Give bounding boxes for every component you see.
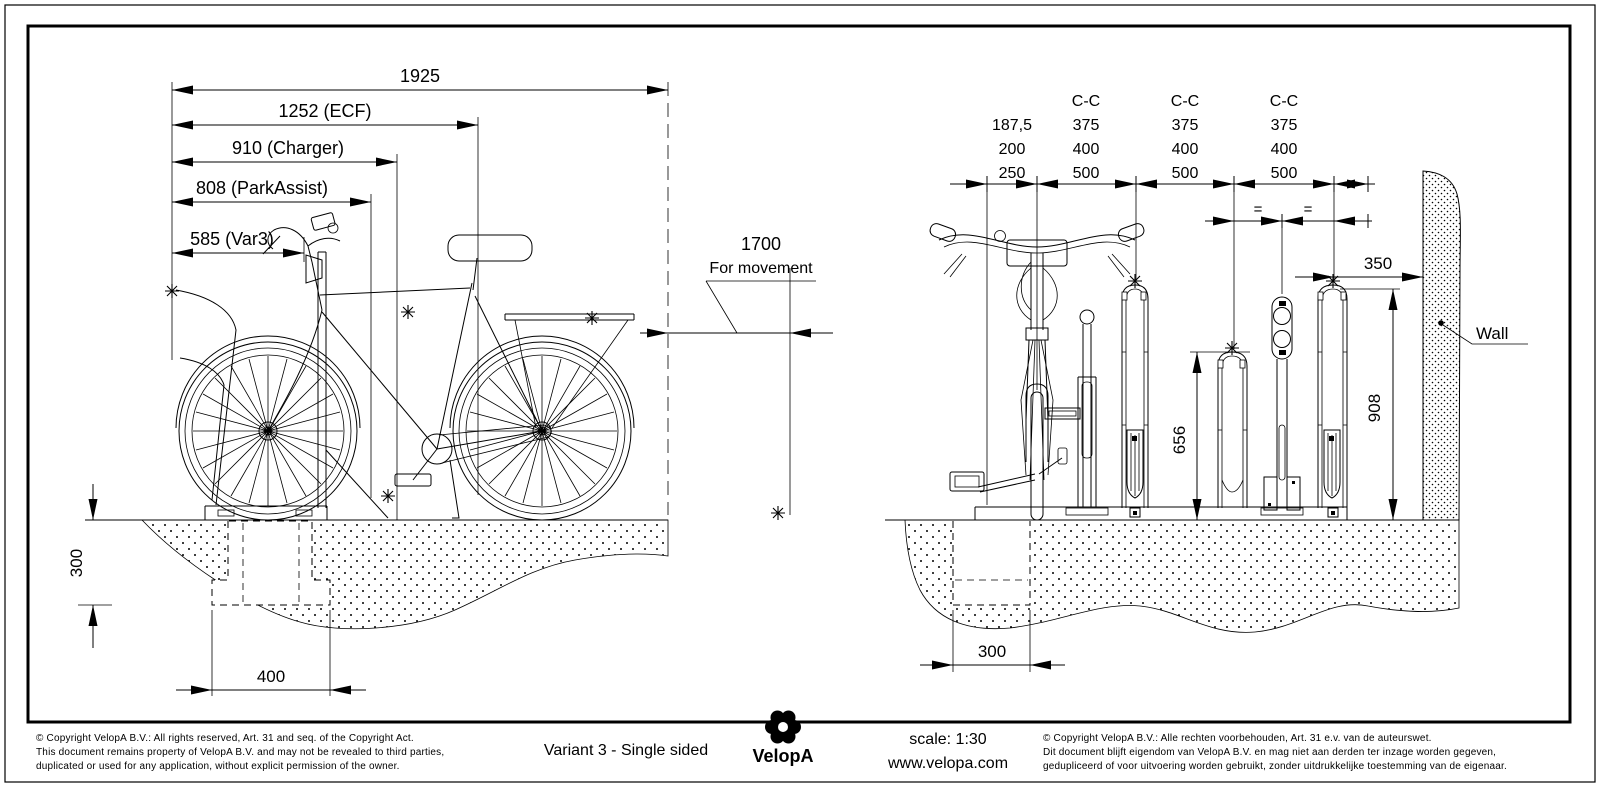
movement-dimension: 1700 For movement: [640, 234, 833, 521]
side-view: 1925 1252 (ECF) 910 (Charger) 808 (ParkA…: [67, 66, 833, 696]
dim-charger: 910 (Charger): [232, 138, 344, 158]
svg-text:gedupliceerd of voor uitvoerin: gedupliceerd of voor uitvoering worden g…: [1043, 761, 1507, 772]
logo-mark: [765, 710, 801, 744]
foundation-dimensions-side: 300 400: [67, 484, 366, 696]
svg-text:© Copyright VelopA B.V.: All: © Copyright VelopA B.V.: All rights rese…: [36, 733, 414, 744]
front-view: Wall: [885, 93, 1528, 672]
bike-frame: [267, 257, 552, 519]
cc-column-3: C-C 375 400 500: [1270, 93, 1298, 182]
height-656-dimension: 656: [1170, 351, 1250, 520]
svg-text:Dit document blijft eigendom v: Dit document blijft eigendom van VelopA …: [1043, 747, 1496, 758]
height-908-dimension: 908: [1340, 288, 1400, 520]
wall-offset-dimension: 350: [1295, 254, 1423, 282]
velopa-logo: VelopA: [752, 710, 814, 766]
dim-height-mid: 656: [1170, 426, 1189, 454]
dim-depth: 300: [67, 549, 86, 577]
rack-side-view: [164, 251, 600, 521]
svg-text:187,5: 187,5: [992, 117, 1032, 134]
svg-text:This document remains property: This document remains property of VelopA…: [36, 747, 444, 758]
dim-parkassist: 808 (ParkAssist): [196, 178, 328, 198]
bicycle-side-view: [175, 212, 635, 521]
wall: Wall: [1422, 170, 1528, 521]
svg-text:© Copyright VelopA B.V.: Alle: © Copyright VelopA B.V.: Alle rechten vo…: [1043, 733, 1432, 744]
base-rail: [974, 506, 1348, 521]
dim-total: 1925: [400, 66, 440, 86]
svg-text:C-C: C-C: [1072, 93, 1100, 110]
bicycle-front-view: [929, 223, 1145, 521]
svg-text:400: 400: [1271, 141, 1298, 158]
bell: [327, 222, 339, 234]
dim-ecf: 1252 (ECF): [278, 101, 371, 121]
title-block: © Copyright VelopA B.V.: All rights rese…: [36, 710, 1507, 772]
front-ground: [885, 519, 1460, 633]
svg-text:C-C: C-C: [1270, 93, 1298, 110]
post-short: [1217, 340, 1248, 508]
svg-text:375: 375: [1073, 117, 1100, 134]
copyright-dutch: © Copyright VelopA B.V.: Alle rechten vo…: [1043, 733, 1507, 772]
side-ground: [85, 519, 669, 630]
side-dimensions: 1925 1252 (ECF) 910 (Charger) 808 (ParkA…: [171, 66, 669, 520]
dim-foundation-front: 300: [978, 642, 1006, 661]
svg-text:250: 250: [999, 165, 1026, 182]
variant-title: Variant 3 - Single sided: [544, 742, 708, 759]
dim-height-high: 908: [1365, 394, 1384, 422]
equals-mark: =: [1304, 201, 1313, 218]
svg-text:400: 400: [1073, 141, 1100, 158]
contact-marker: [584, 310, 600, 326]
movement-value: 1700: [741, 234, 781, 254]
post-tall-b: [1317, 273, 1348, 518]
movement-label: For movement: [709, 260, 813, 277]
post-tall-a: [1121, 273, 1149, 518]
saddle: [447, 234, 533, 262]
svg-text:C-C: C-C: [1171, 93, 1199, 110]
svg-text:375: 375: [1172, 117, 1199, 134]
svg-text:375: 375: [1271, 117, 1298, 134]
dim-foundation-side: 400: [257, 667, 285, 686]
scale-label: scale: 1:30: [909, 731, 986, 748]
contact-marker: [400, 304, 416, 320]
svg-text:500: 500: [1172, 165, 1199, 182]
svg-text:200: 200: [999, 141, 1026, 158]
lock-post: [1044, 309, 1109, 516]
post-charger: [1260, 296, 1304, 516]
foundation-dimension-front: 300: [920, 610, 1065, 672]
dim-wall: 350: [1364, 254, 1392, 273]
handlebar: [262, 212, 341, 263]
svg-text:500: 500: [1271, 165, 1298, 182]
cc-column-2: C-C 375 400 500: [1171, 93, 1199, 182]
headlamp: [310, 212, 336, 231]
copyright-english: © Copyright VelopA B.V.: All rights rese…: [36, 733, 444, 772]
equals-mark: =: [1254, 201, 1263, 218]
svg-text:500: 500: [1073, 165, 1100, 182]
equal-spacing-dimension: = =: [1205, 201, 1372, 228]
sheet-border: [4, 4, 1596, 783]
contact-marker: [380, 488, 396, 504]
rear-carrier: [504, 313, 635, 429]
cc-column-1: C-C 375 400 500: [1072, 93, 1100, 182]
spacing-dimension-chain: 187,5 200 250 C-C 375 400 500 C-C 375 40…: [950, 93, 1375, 505]
brand-name: VelopA: [752, 746, 813, 766]
edge-distance-options: 187,5 200 250: [992, 117, 1032, 182]
website-url: www.velopa.com: [887, 755, 1008, 772]
dim-var3: 585 (Var3): [190, 229, 274, 249]
svg-text:400: 400: [1172, 141, 1199, 158]
wall-label: Wall: [1476, 324, 1508, 343]
svg-text:duplicated or used for any app: duplicated or used for any application, …: [36, 761, 400, 772]
